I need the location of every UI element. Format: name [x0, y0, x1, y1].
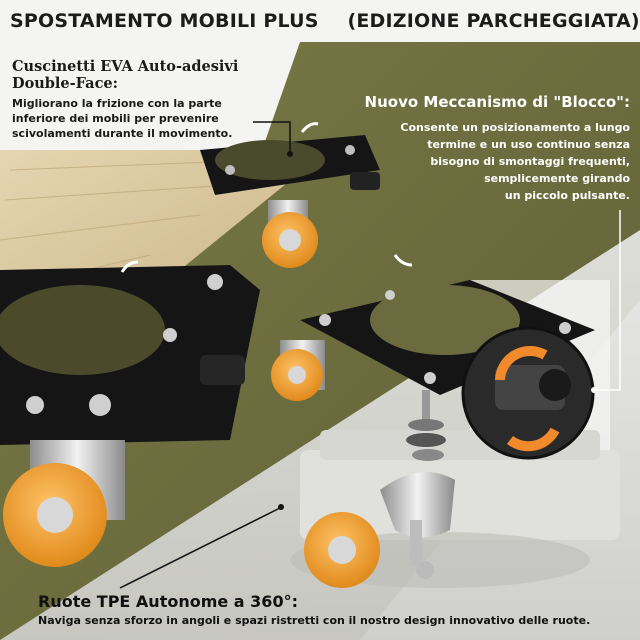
exploded-parts [304, 390, 455, 588]
lock-detail-circle [461, 326, 595, 460]
curved-arrow-icon [120, 122, 413, 273]
page-title: SPOSTAMENTO MOBILI PLUS (EDIZIONE PARCHE… [10, 10, 640, 32]
caster-left [0, 265, 260, 567]
eva-heading: Cuscinetti EVA Auto-adesivi Double-Face: [12, 58, 239, 92]
caster-right [271, 280, 595, 401]
lock-description: Consente un posizionamento a lungo termi… [400, 121, 630, 202]
caster-top [200, 135, 380, 268]
title-edition: (EDIZIONE PARCHEGGIATA) [347, 10, 640, 32]
title-main: SPOSTAMENTO MOBILI PLUS [10, 10, 319, 32]
tpe-heading: Ruote TPE Autonome a 360°: [38, 592, 298, 611]
eva-description: Migliorano la frizione con la parte infe… [12, 97, 233, 140]
lock-heading: Nuovo Meccanismo di "Blocco": [364, 93, 630, 111]
tpe-description: Naviga senza sforzo in angoli e spazi ri… [38, 614, 591, 627]
